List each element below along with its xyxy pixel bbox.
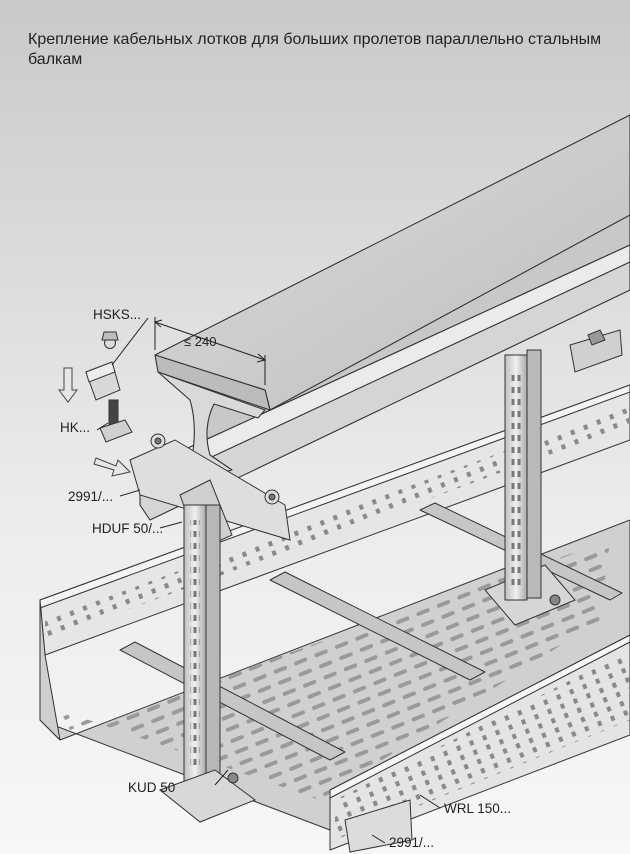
- label-2991-bottom: 2991/...: [389, 835, 435, 850]
- label-hk: HK...: [60, 420, 91, 435]
- arrow-right-icon: [93, 457, 131, 477]
- label-hduf: HDUF 50/...: [92, 521, 164, 536]
- label-kud: KUD 50: [128, 780, 176, 795]
- label-wrl: WRL 150...: [444, 801, 512, 816]
- leader-lines: [96, 317, 441, 844]
- right-support: [484, 329, 623, 626]
- left-support: [129, 433, 291, 823]
- label-2991-top: 2991/...: [68, 489, 114, 504]
- hk-bolt: [99, 399, 133, 443]
- bottom-bracket: [344, 799, 413, 853]
- steel-beam: [139, 114, 630, 521]
- label-dimension-240: ≤ 240: [184, 334, 217, 349]
- dimension-240-lines: [153, 317, 267, 385]
- hsks-clamp: [85, 331, 121, 401]
- arrow-down-icon: [58, 367, 78, 403]
- label-hsks: HSKS...: [93, 307, 142, 322]
- page-title: Крепление кабельных лотков для больших п…: [28, 31, 602, 68]
